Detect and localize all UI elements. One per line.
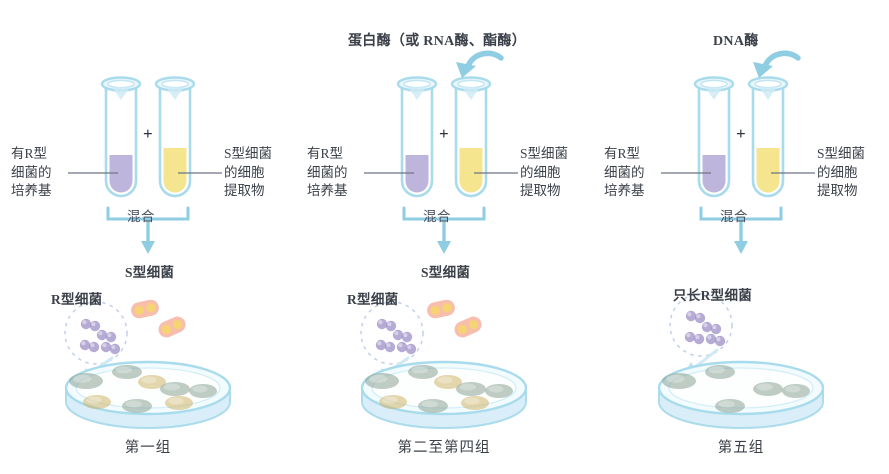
experiment-panel: 蛋白酶（或 RNA酶、酯酶） 有R型 细菌的 培养基 S型细菌 的细胞 提取物 + 混合… — [296, 0, 592, 474]
experiment-panel: DNA酶有R型 细菌的 培养基 S型细菌 的细胞 提取物 + 混合只长R型细菌第五组 — [593, 0, 889, 474]
plus-symbol: + — [736, 124, 746, 143]
panel-artwork — [360, 50, 528, 429]
right-tube-label: S型细菌 的细胞 提取物 — [520, 146, 569, 198]
only-r-label: 只长R型细菌 — [673, 288, 753, 303]
bacterial-colony — [418, 399, 448, 413]
bacterial-colony — [69, 373, 103, 389]
group-label: 第二至第四组 — [397, 440, 491, 456]
test-tube-left — [396, 76, 438, 198]
petri-dish — [657, 360, 825, 429]
enzyme-label: 蛋白酶（或 RNA酶、酯酶） — [348, 34, 527, 49]
r-bacteria-illustration — [64, 301, 128, 365]
mix-label: 混合 — [720, 209, 748, 224]
r-bacteria-label: R型细菌 — [51, 292, 103, 307]
r-bacteria-illustration — [669, 293, 733, 357]
bacterial-colony — [485, 384, 513, 398]
bacterial-colony — [753, 382, 783, 396]
bacterial-colony — [408, 365, 438, 379]
test-tube-right — [747, 76, 789, 198]
bacterial-colony — [379, 395, 407, 409]
r-bacteria-illustration — [360, 301, 424, 365]
group-label: 第五组 — [717, 440, 765, 456]
bacterial-colony — [189, 384, 217, 398]
bacterial-colony — [461, 396, 489, 410]
bacterial-colony — [662, 373, 696, 389]
group-label: 第一组 — [124, 440, 172, 456]
mix-label: 混合 — [127, 209, 155, 224]
bacterial-colony — [715, 399, 745, 413]
s-bacteria-illustration — [427, 299, 482, 338]
s-bacteria-label: S型细菌 — [421, 265, 471, 280]
left-tube-label: 有R型 细菌的 培养基 — [604, 146, 645, 198]
test-tube-right — [154, 76, 196, 198]
bacterial-colony — [434, 375, 462, 389]
bacterial-colony — [83, 395, 111, 409]
r-bacteria-label: R型细菌 — [347, 292, 399, 307]
bacterial-colony — [456, 382, 486, 396]
panel-artwork — [657, 50, 825, 429]
bacterial-colony — [705, 365, 735, 379]
s-bacteria-label: S型细菌 — [125, 265, 175, 280]
colony-group — [69, 365, 217, 413]
bacterial-colony — [160, 382, 190, 396]
bacterial-colony — [122, 399, 152, 413]
mix-arrow — [437, 217, 451, 254]
bacterial-colony — [365, 373, 399, 389]
s-bacteria-illustration — [131, 299, 186, 338]
right-tube-label: S型细菌 的细胞 提取物 — [817, 146, 866, 198]
colony-group — [365, 365, 513, 413]
bacterial-colony — [165, 396, 193, 410]
enzyme-arrow — [456, 50, 504, 78]
mix-arrow — [141, 217, 155, 254]
test-tube-left — [100, 76, 142, 198]
experiment-panel: 有R型 细菌的 培养基 S型细菌 的细胞 提取物 + 混合 S型细菌 R型细菌第一组 — [0, 0, 296, 474]
right-tube-label: S型细菌 的细胞 提取物 — [224, 146, 273, 198]
enzyme-label: DNA酶 — [713, 34, 759, 49]
left-tube-label: 有R型 细菌的 培养基 — [307, 146, 348, 198]
colony-group — [662, 365, 810, 413]
left-tube-label: 有R型 细菌的 培养基 — [11, 146, 52, 198]
test-tube-left — [693, 76, 735, 198]
bacterial-colony — [138, 375, 166, 389]
bacterial-colony — [782, 384, 810, 398]
plus-symbol: + — [143, 124, 153, 143]
mix-label: 混合 — [423, 209, 451, 224]
mix-arrow — [734, 217, 748, 254]
bacterial-colony — [112, 365, 142, 379]
plus-symbol: + — [439, 124, 449, 143]
panel-artwork — [64, 76, 232, 429]
enzyme-arrow — [753, 50, 801, 78]
test-tube-right — [450, 76, 492, 198]
